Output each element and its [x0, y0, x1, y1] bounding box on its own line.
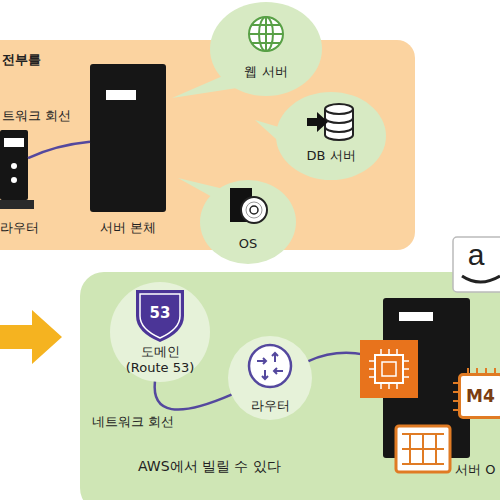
route53-shield — [136, 290, 184, 342]
server-box: 서버 본체 — [90, 64, 166, 212]
memory-grid — [402, 434, 444, 464]
device-led — [11, 163, 17, 169]
db-arrow — [307, 112, 328, 132]
ec2-chip-pins — [369, 349, 409, 389]
bubble-body — [200, 180, 296, 264]
os-disc — [241, 197, 267, 223]
db-rings — [325, 118, 353, 132]
node-label: 도메인 (Route 53) — [118, 344, 202, 377]
node-label: 웹 서버 — [210, 64, 322, 80]
globe-lines — [249, 17, 283, 51]
memory-icon — [396, 426, 450, 472]
ec2-icon — [360, 340, 418, 398]
node-label: M4 — [466, 386, 495, 407]
node-label: 라우터 — [228, 398, 312, 414]
os-disc-hole — [250, 206, 258, 214]
logo-smile — [462, 276, 500, 282]
ec2-chip-core — [382, 362, 396, 376]
node-label: AWS에서 빌릴 수 있다 — [138, 458, 281, 476]
logo-letter: a — [461, 236, 491, 274]
server-slot — [106, 90, 136, 100]
node-label: 서버 O — [455, 462, 495, 478]
service-circle: 라우터 — [228, 336, 312, 420]
node-illustration — [276, 92, 386, 180]
device-body — [0, 130, 28, 200]
icon-number: 53 — [140, 304, 180, 323]
node-label: DB 서버 — [276, 148, 386, 164]
device-led — [11, 177, 17, 183]
os-disc-ring — [246, 202, 262, 218]
speech-bubble: OS — [200, 180, 296, 264]
globe-icon — [249, 17, 283, 51]
server-slot — [399, 312, 433, 321]
node-illustration — [210, 2, 322, 96]
node-label: 서버 본체 — [100, 220, 156, 236]
speech-bubble: DB 서버 — [276, 92, 386, 180]
node-label: 라우터 — [0, 220, 39, 236]
route53-shield-inner — [140, 294, 180, 338]
node-illustration — [200, 180, 296, 264]
edge-label: 네트워크 회선 — [92, 414, 174, 430]
speech-bubble: 웹 서버 — [210, 2, 322, 96]
logo-box — [453, 237, 500, 292]
device-slot — [4, 138, 24, 147]
node-label: OS — [200, 236, 296, 252]
router-icon — [249, 345, 291, 387]
service-circle: 도메인 (Route 53) — [110, 282, 210, 382]
ec2-chip-outline — [375, 355, 403, 383]
node-illustration — [90, 64, 166, 212]
bubble-body — [210, 2, 322, 96]
db-top — [325, 104, 353, 114]
device-base — [0, 200, 34, 209]
chip-pins — [453, 368, 495, 410]
edge-label: 트워크 회선 — [2, 108, 71, 124]
router-device: 라우터 — [0, 130, 28, 200]
node-label: 전부를 — [2, 52, 41, 68]
transition-arrow — [0, 310, 62, 364]
router-arrows — [257, 353, 283, 379]
cpu-chip: M4 — [458, 373, 500, 419]
bubble-body — [276, 92, 386, 180]
server-body — [90, 64, 166, 212]
node-illustration — [0, 130, 28, 200]
